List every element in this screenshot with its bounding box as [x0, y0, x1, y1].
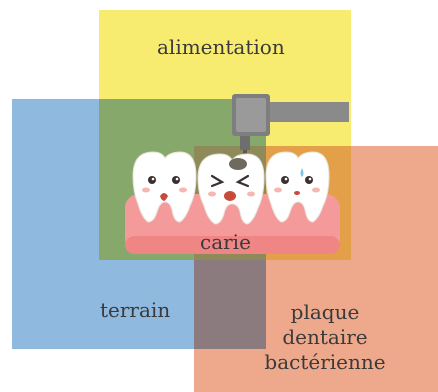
- label-plaque-line-1: plaque: [255, 300, 395, 325]
- label-plaque-line-2: dentaire: [255, 325, 395, 350]
- label-terrain: terrain: [100, 298, 170, 322]
- label-plaque-dentaire-bacterienne: plaque dentaire bactérienne: [255, 300, 395, 375]
- label-carie: carie: [200, 230, 251, 254]
- label-alimentation: alimentation: [157, 35, 285, 59]
- label-plaque-line-3: bactérienne: [255, 350, 395, 375]
